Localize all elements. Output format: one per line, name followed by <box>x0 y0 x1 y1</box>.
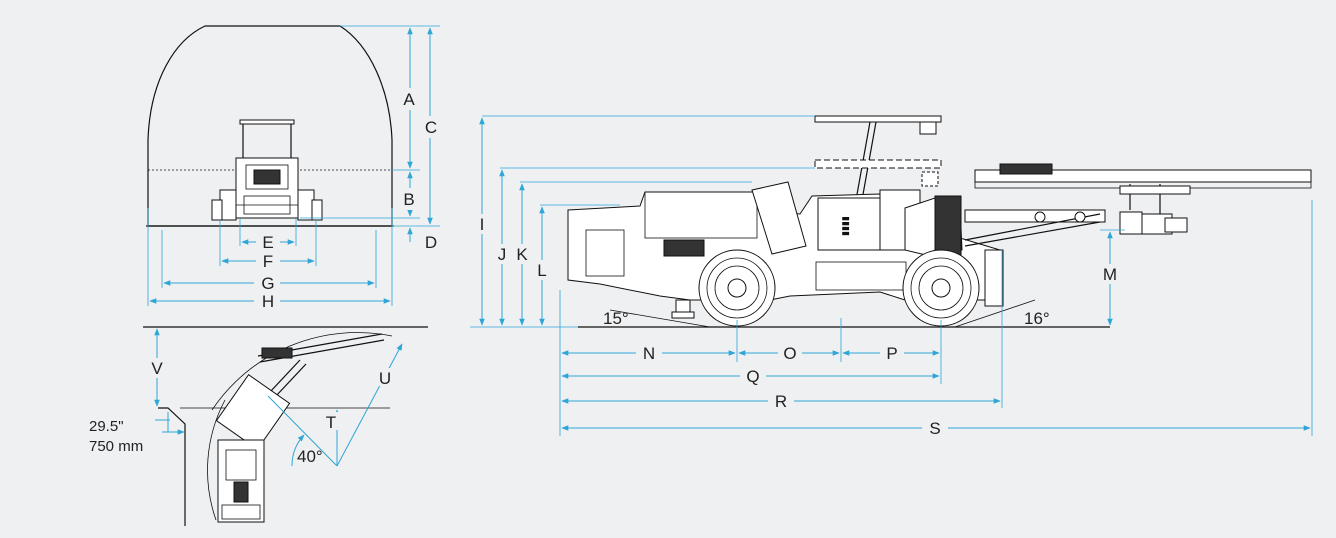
label-l: L <box>537 261 546 280</box>
label-g: G <box>261 274 274 293</box>
canopy <box>814 115 942 201</box>
plan-wall-corner <box>158 407 186 526</box>
label-v: V <box>151 359 163 378</box>
label-m: M <box>1103 265 1117 284</box>
label-j: J <box>498 245 507 264</box>
label-t: T <box>326 413 336 432</box>
angle-front-approach: 15° <box>603 309 629 328</box>
label-f: F <box>263 252 273 271</box>
label-a: A <box>403 90 415 109</box>
label-p: P <box>886 344 897 363</box>
label-e: E <box>262 233 273 252</box>
plan-boom <box>257 333 385 397</box>
angle-boom-swing: 40° <box>297 447 323 466</box>
rig-front-silhouette <box>211 119 323 221</box>
offset-metric: 750 mm <box>89 438 143 455</box>
plan-view: V 29.5" 750 mm T U 40° <box>89 326 428 526</box>
label-o: O <box>783 344 796 363</box>
boom-and-feed <box>964 163 1312 247</box>
label-d: D <box>425 233 437 252</box>
label-n: N <box>643 344 655 363</box>
side-view: ▮▮▮▮ <box>470 115 1313 438</box>
chassis-brand-mark: ▮▮▮▮ <box>840 216 850 236</box>
label-s: S <box>929 419 940 438</box>
label-u: U <box>379 369 391 388</box>
label-i: I <box>480 215 485 234</box>
plan-carrier <box>215 374 291 523</box>
angle-rear-departure: 16° <box>1024 309 1050 328</box>
label-h: H <box>262 292 274 311</box>
chassis: ▮▮▮▮ <box>567 181 1004 319</box>
label-b: B <box>403 190 414 209</box>
offset-imperial: 29.5" <box>89 418 124 435</box>
front-wheel <box>698 249 776 327</box>
front-view: A B C D E F G H <box>146 25 442 311</box>
label-q: Q <box>746 367 759 386</box>
label-c: C <box>425 118 437 137</box>
rear-wheel <box>902 249 980 327</box>
label-k: K <box>516 245 528 264</box>
label-r: R <box>775 392 787 411</box>
